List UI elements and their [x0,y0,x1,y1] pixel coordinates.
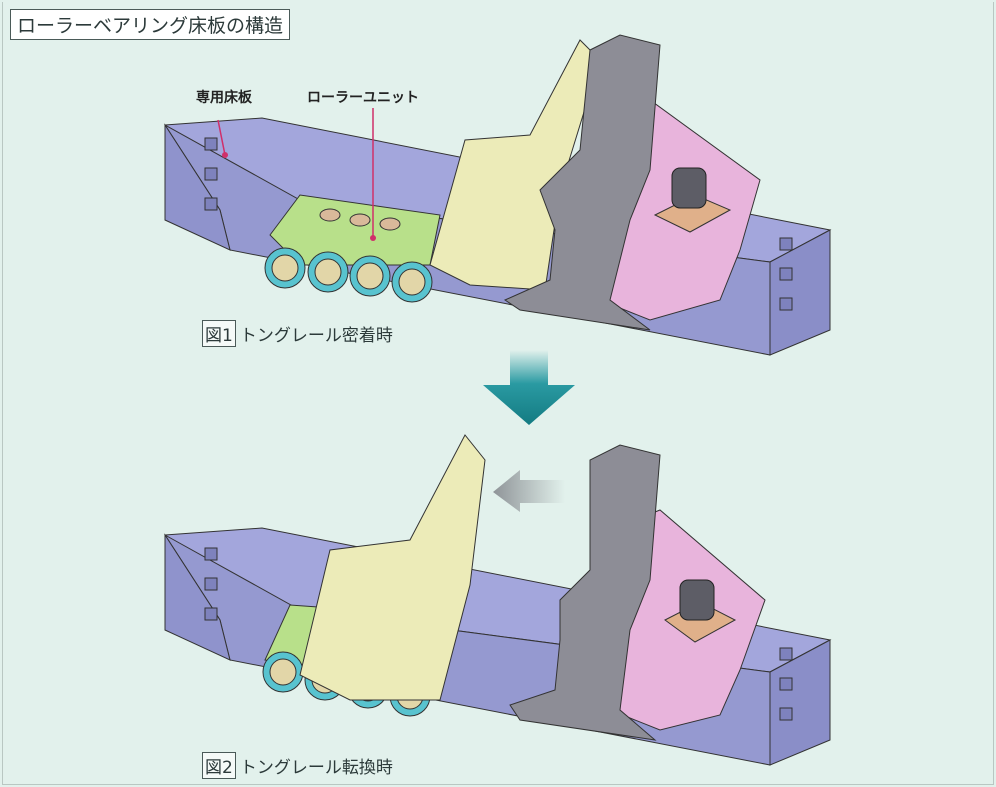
label-roller-unit: ローラーユニット [307,90,419,106]
figure2-number: 図2 [202,752,236,779]
figure1-drawing [164,34,831,356]
bolt [671,167,707,209]
figure1-number: 図1 [202,320,236,347]
tongue-rail [299,434,486,701]
figure2-drawing [164,434,831,766]
figure1-caption-text: トングレール密着時 [239,326,393,346]
stock-rail [509,444,661,741]
arrow-left-icon [493,470,565,512]
bolt [679,579,715,621]
label-plate: 専用床板 [196,90,252,106]
diagram-title: ローラーベアリング床板の構造 [10,9,291,40]
figure2-caption: 図2 トングレール転換時 [202,752,393,779]
stock-rail [503,34,661,331]
figure2-caption-text: トングレール転換時 [239,758,393,778]
figure1-caption: 図1 トングレール密着時 [202,320,393,347]
rollers [264,247,433,303]
arrow-down-icon [483,350,575,425]
